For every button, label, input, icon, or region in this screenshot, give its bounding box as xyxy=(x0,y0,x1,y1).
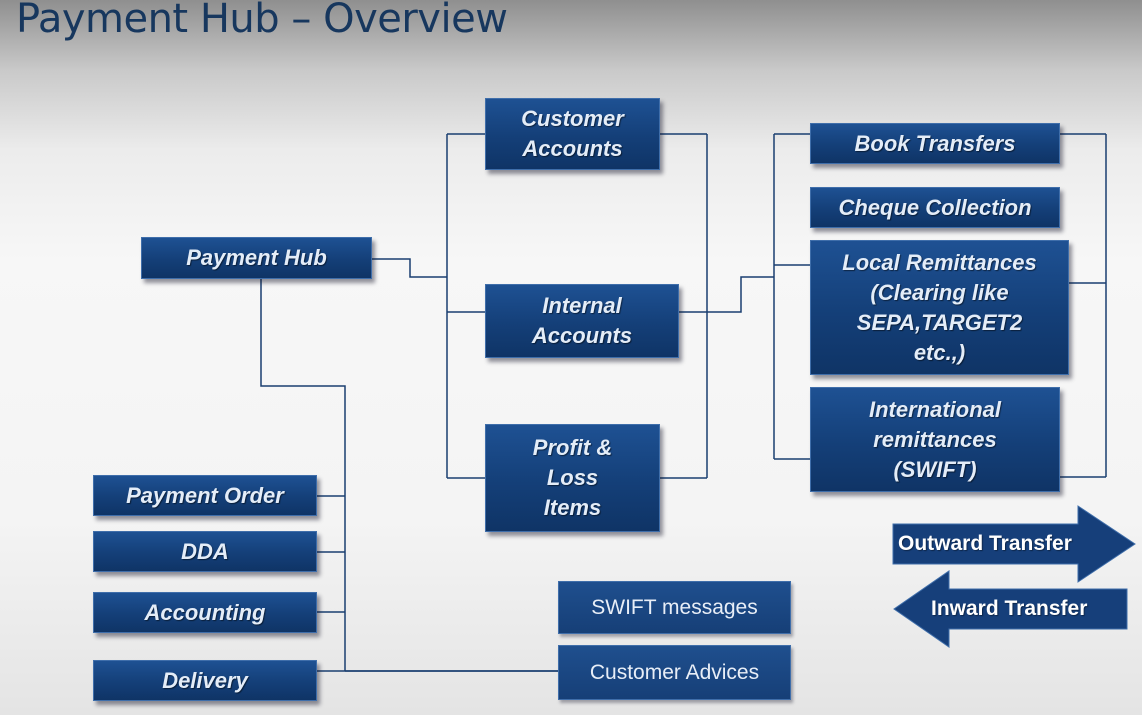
delivery-node: Delivery xyxy=(93,660,317,701)
payment-order-node: Payment Order xyxy=(93,475,317,516)
payment-hub-node: Payment Hub xyxy=(141,237,372,279)
internal-accounts-node: Internal Accounts xyxy=(485,284,679,358)
connector-hub-to-accounts xyxy=(372,258,447,278)
accounting-node: Accounting xyxy=(93,592,317,633)
local-remittances-node: Local Remittances (Clearing like SEPA,TA… xyxy=(810,240,1069,375)
connector-accounts-to-transfers xyxy=(707,276,774,313)
outward-transfer-label: Outward Transfer xyxy=(898,532,1072,555)
page-title: Payment Hub – Overview xyxy=(16,0,508,42)
profit-loss-items-node: Profit & Loss Items xyxy=(485,424,660,532)
cheque-collection-node: Cheque Collection xyxy=(810,187,1060,228)
customer-advices-node: Customer Advices xyxy=(558,645,791,700)
inward-arrow-shape xyxy=(893,570,1128,648)
swift-messages-node: SWIFT messages xyxy=(558,581,791,634)
book-transfers-node: Book Transfers xyxy=(810,123,1060,164)
customer-accounts-node: Customer Accounts xyxy=(485,98,660,170)
international-remittances-node: International remittances (SWIFT) xyxy=(810,387,1060,492)
dda-node: DDA xyxy=(93,531,317,572)
connector-hub-to-modules xyxy=(260,279,346,671)
inward-transfer-label: Inward Transfer xyxy=(931,597,1088,620)
outward-arrow-shape xyxy=(892,505,1136,583)
